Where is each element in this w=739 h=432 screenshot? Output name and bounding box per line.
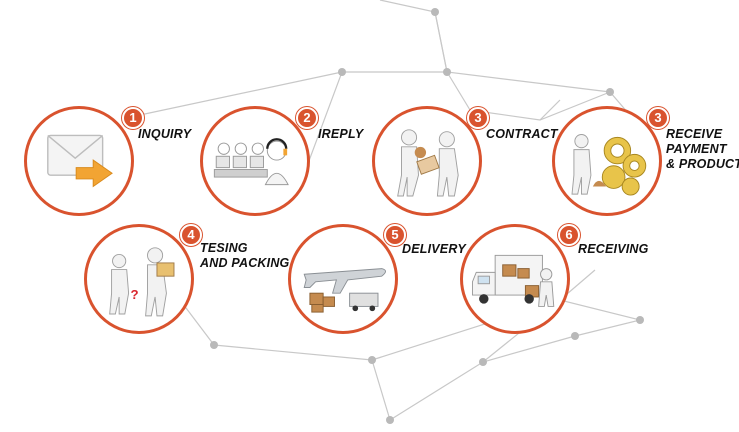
step-circle [552,106,662,216]
step-number-badge: 2 [296,107,318,129]
step-circle [200,106,310,216]
inspection-packing-icon: ? [87,227,191,331]
step-number-badge: 1 [122,107,144,129]
call-center-icon [203,109,307,213]
step-number-badge: 4 [180,224,202,246]
step-circle [372,106,482,216]
envelope-arrow-icon [27,109,131,213]
step-label: RECEIVING [578,242,649,257]
step-circle [24,106,134,216]
step-number-badge: 3 [647,107,669,129]
airplane-cargo-icon [291,227,395,331]
step-label: CONTRACT [486,127,558,142]
delivery-truck-icon [463,227,567,331]
handshake-icon [375,109,479,213]
step-label: DELIVERY [402,242,466,257]
step-label: INQUIRY [138,127,191,142]
step-number-badge: 3 [467,107,489,129]
step-label: RECEIVE PAYMENT & PRODUCT [666,127,739,172]
coins-payment-icon [555,109,659,213]
step-circle [460,224,570,334]
step-circle: ? [84,224,194,334]
step-label: TESING AND PACKING [200,241,289,271]
step-number-badge: 6 [558,224,580,246]
step-label: IREPLY [318,127,363,142]
svg-text:?: ? [130,287,138,302]
step-circle [288,224,398,334]
